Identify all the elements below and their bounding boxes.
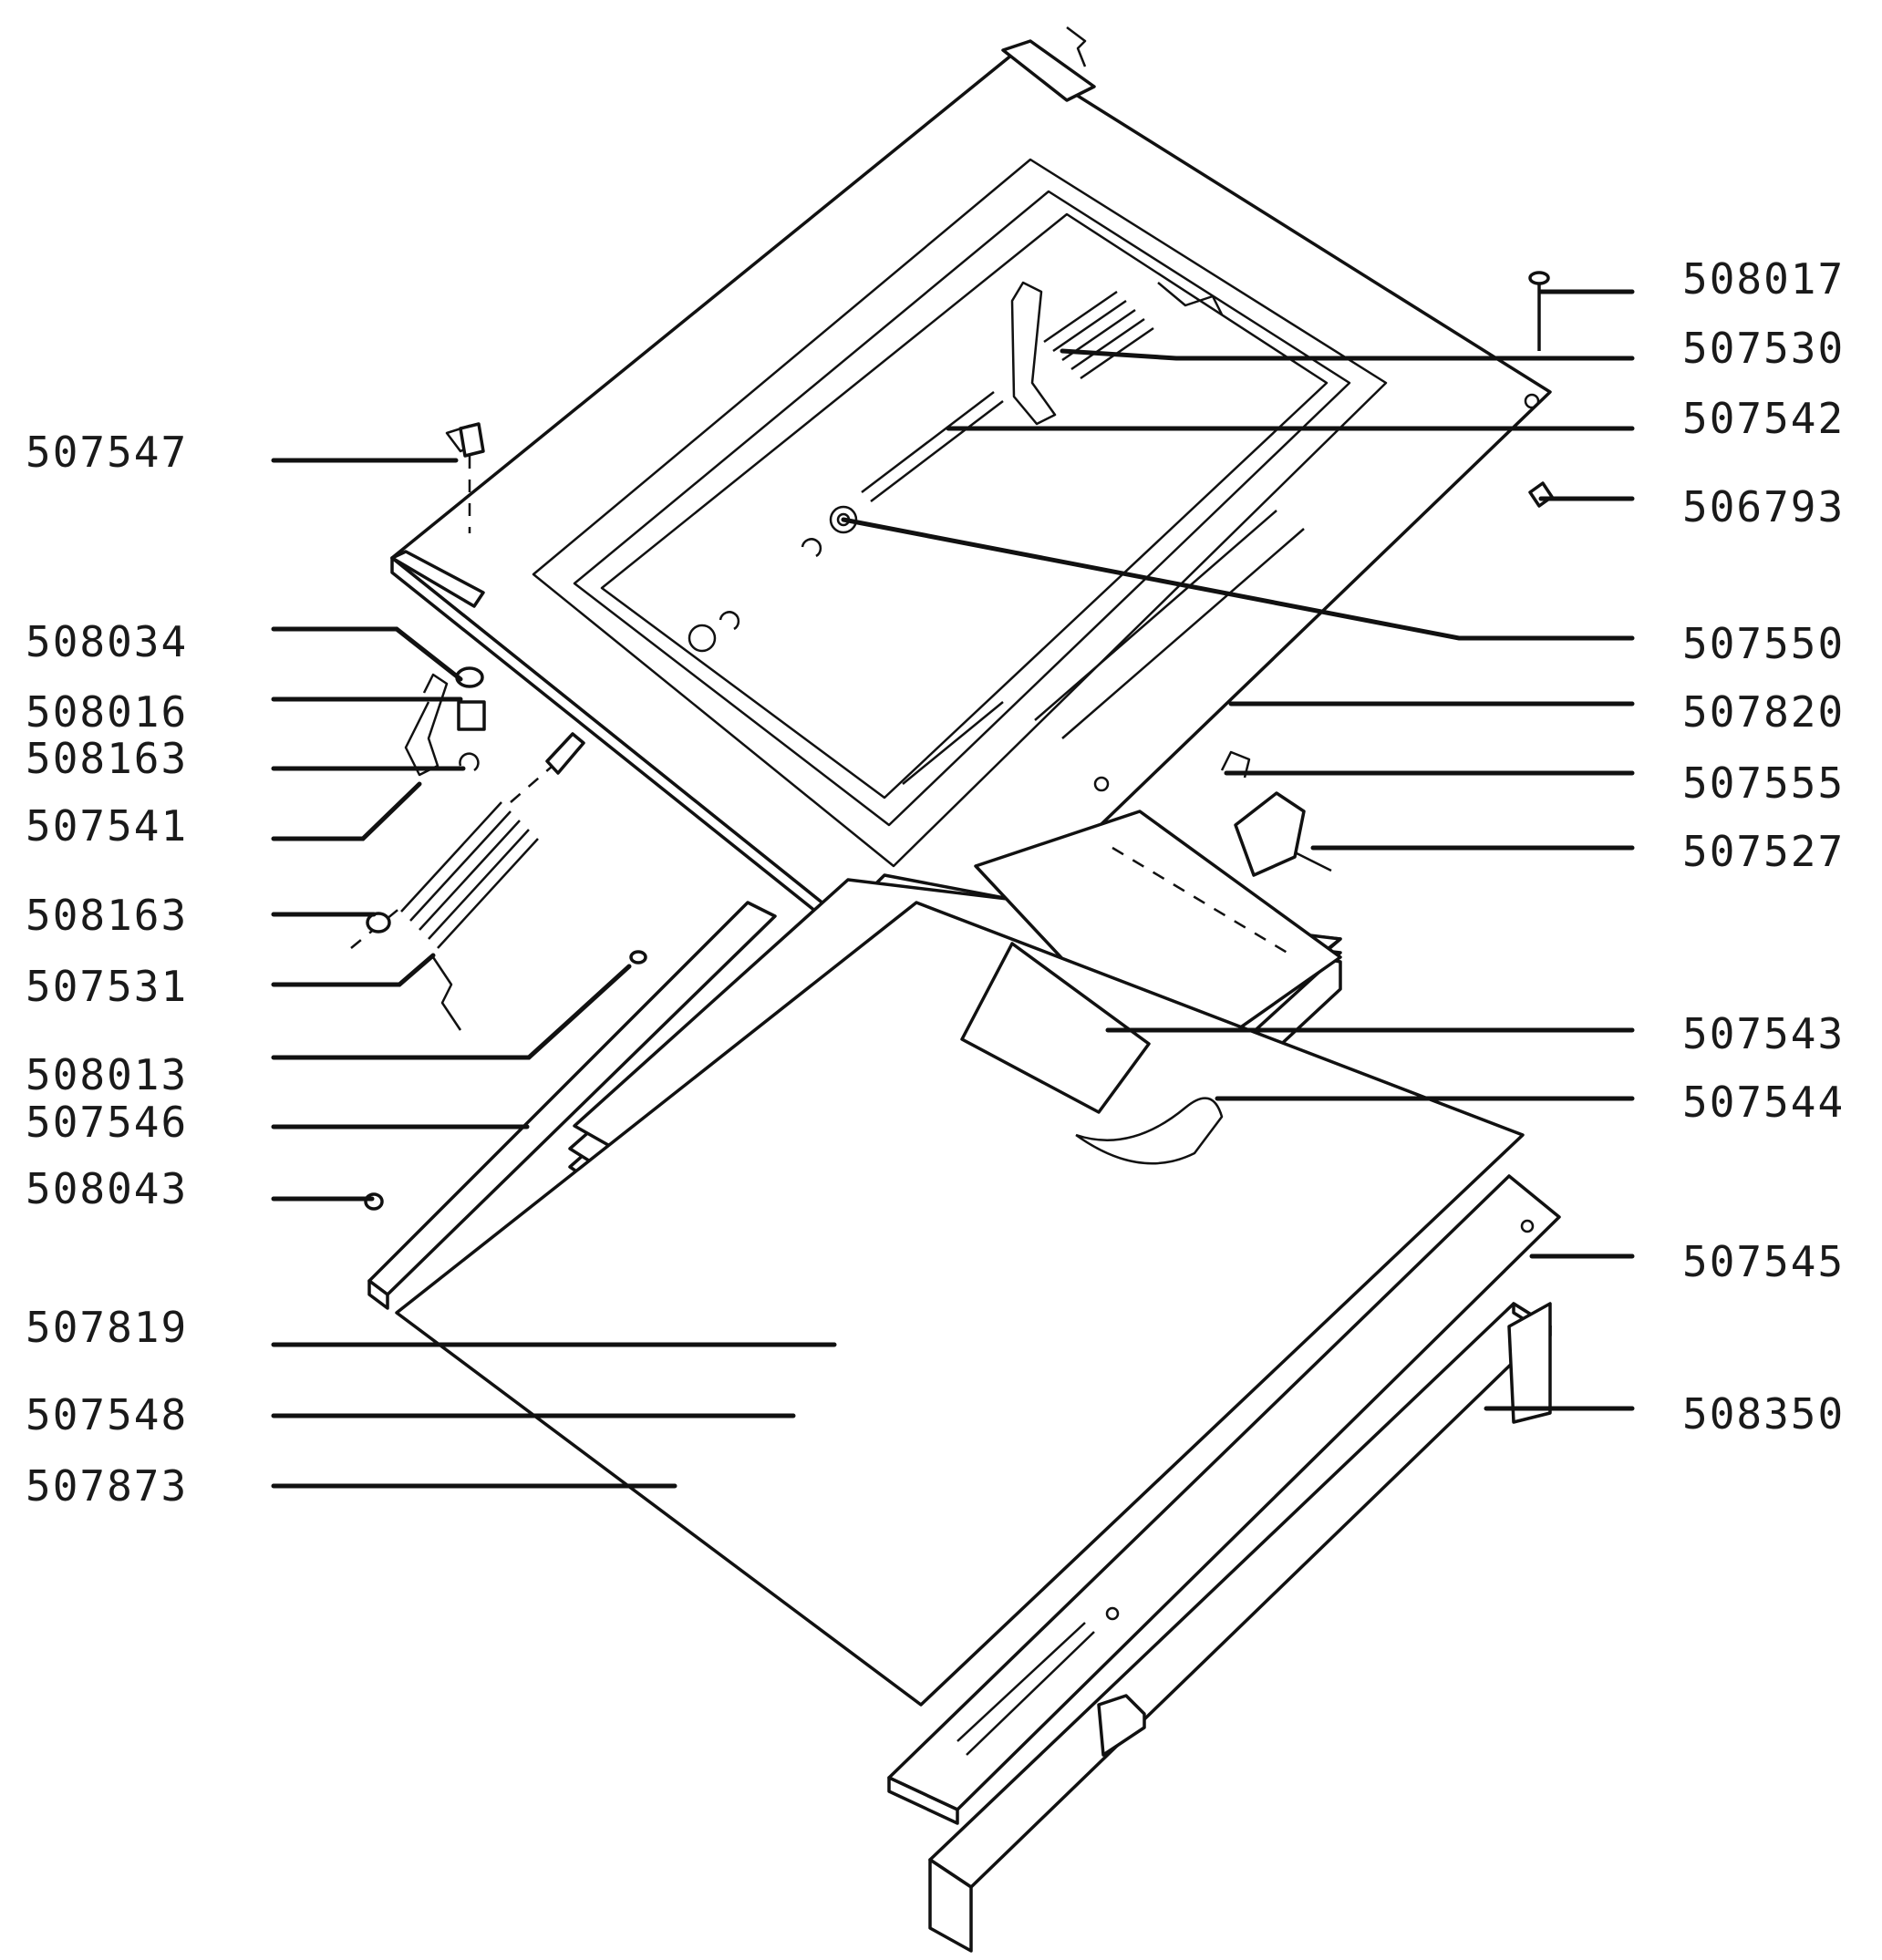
- part-label: 507545: [1682, 1237, 1845, 1286]
- part-label: 507541: [26, 801, 188, 851]
- leader-lines: [271, 289, 1635, 1489]
- part-label: 507543: [1682, 1009, 1845, 1058]
- part-label: 508013: [26, 1050, 188, 1099]
- part-label: 508017: [1682, 254, 1845, 304]
- part-label: 507555: [1682, 758, 1845, 808]
- part-label: 507544: [1682, 1078, 1845, 1127]
- part-label: 507820: [1682, 687, 1845, 737]
- part-label: 508043: [26, 1164, 188, 1213]
- door-frame-part: [390, 53, 1552, 1005]
- part-label: 508163: [26, 891, 188, 940]
- part-label: 507546: [26, 1098, 188, 1147]
- outer-glass-part: [395, 901, 1525, 1707]
- labels-right: 508017 507530 507542 506793 507550 50782…: [1682, 254, 1845, 1439]
- part-label: 506793: [1682, 482, 1845, 531]
- part-label: 507819: [26, 1303, 188, 1352]
- part-label: 508016: [26, 687, 188, 737]
- bottom-strip-part: [887, 1174, 1561, 1825]
- part-label: 507531: [26, 962, 188, 1011]
- labels-left: 507547 508034 508016 508163 507541 50816…: [26, 428, 188, 1511]
- part-label: 507527: [1682, 827, 1845, 876]
- right-fittings-part: [1220, 271, 1554, 877]
- part-label: 507548: [26, 1390, 188, 1439]
- part-label: 507547: [26, 428, 188, 477]
- left-spring-part: [350, 422, 585, 1031]
- part-label: 507530: [1682, 324, 1845, 373]
- part-label: 508350: [1682, 1389, 1845, 1439]
- spring-mechanism-part: [688, 281, 1224, 653]
- part-label: 507550: [1682, 619, 1845, 668]
- handle-grip-part: [960, 942, 1224, 1165]
- hinge-bracket-part: [390, 26, 1096, 608]
- part-label: 507873: [26, 1461, 188, 1511]
- part-label: 508034: [26, 617, 188, 666]
- handle-bar-part: [928, 1302, 1552, 1953]
- part-label: 508163: [26, 734, 188, 783]
- part-label: 507542: [1682, 394, 1845, 443]
